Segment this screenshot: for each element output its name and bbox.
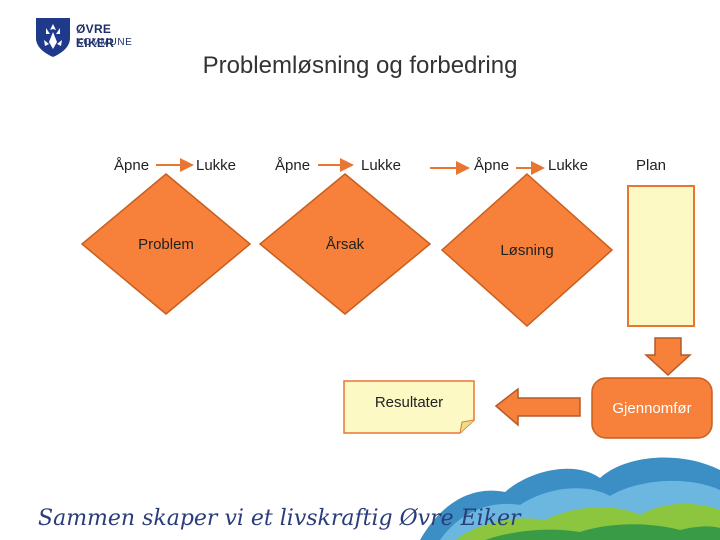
shield-crest-icon — [36, 18, 70, 57]
phase1-close-label: Lukke — [196, 157, 237, 174]
logo-subtitle: KOMMUNE — [76, 37, 133, 48]
page-title: Problemløsning og forbedring — [202, 52, 518, 79]
results-label: Resultater — [374, 394, 444, 411]
phase2-close-label: Lukke — [361, 157, 402, 174]
phase1-open-label: Åpne — [114, 157, 150, 174]
cause-label: Årsak — [325, 236, 365, 253]
kommune-logo: ØVRE EIKER KOMMUNE — [34, 16, 134, 58]
footer-slogan: Sammen skaper vi et livskraftig Øvre Eik… — [38, 506, 521, 531]
phase2-open-label: Åpne — [275, 157, 311, 174]
plan-label: Plan — [636, 157, 667, 174]
solution-diamond — [440, 172, 614, 328]
left-arrow — [494, 387, 581, 427]
execute-label: Gjennomfør — [612, 400, 692, 417]
phase3-open-label: Åpne — [474, 157, 510, 174]
problem-label: Problem — [138, 236, 194, 253]
plan-box — [627, 185, 695, 327]
down-arrow — [644, 337, 692, 377]
phase3-close-label: Lukke — [548, 157, 589, 174]
problem-diamond — [80, 173, 252, 315]
execute-box — [591, 377, 713, 439]
solution-label: Løsning — [500, 242, 554, 259]
cause-diamond — [258, 173, 432, 315]
logo-name: ØVRE EIKER — [76, 22, 115, 50]
